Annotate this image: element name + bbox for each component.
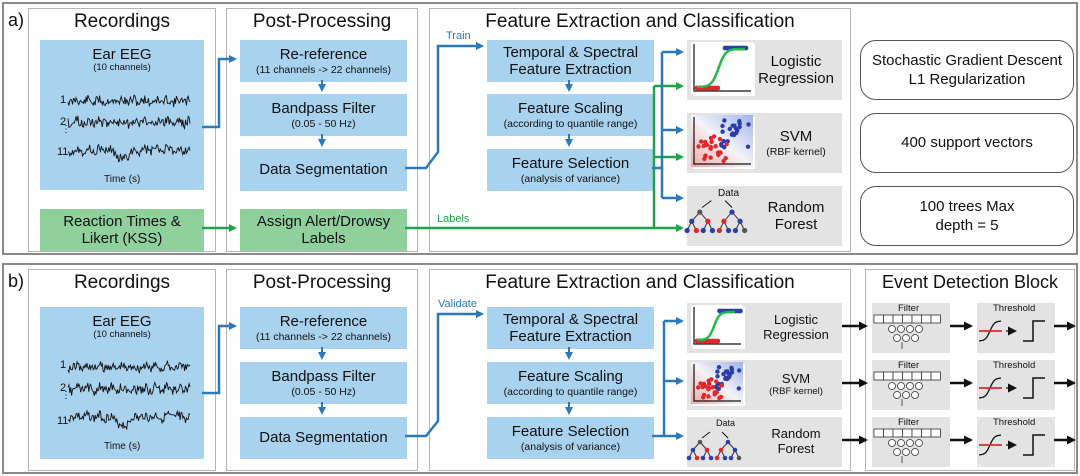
rf-text-b: Random Forest: [771, 426, 821, 456]
svm-text-b: SVM: [781, 371, 811, 387]
threshold-label-3: Threshold: [993, 417, 1036, 428]
ear-eeg-title: Ear EEG: [92, 46, 152, 63]
note-sgd: Stochastic Gradient Descent L1 Regulariz…: [860, 40, 1074, 100]
ear-eeg-xlabel-b: Time (s): [104, 441, 141, 452]
channel-label-2: 2: [60, 116, 67, 128]
note-sgd-text: Stochastic Gradient Descent L1 Regulariz…: [871, 51, 1063, 89]
channel-label-11: 11: [57, 146, 69, 158]
assign-labels-text: Assign Alert/Drowsy Labels: [256, 212, 391, 247]
rf-box-b: Random Forest: [687, 417, 842, 467]
filter-label-1: Filter: [898, 303, 920, 314]
filter-label-3: Filter: [898, 417, 920, 428]
bandpass-sub-b: (0.05 - 50 Hz): [291, 385, 356, 398]
rf-data-label: Data: [718, 188, 740, 199]
rereference-sub-b: (11 channels -> 22 channels): [256, 330, 391, 343]
train-label: Train: [446, 30, 471, 42]
recordings-title: Recordings: [73, 11, 171, 32]
scaling-title-b: Feature Scaling: [517, 368, 624, 386]
scaling-sub-b: (according to quantile range): [503, 385, 638, 398]
ear-eeg-subtitle-b: (10 channels): [93, 329, 151, 341]
panel-b-label: b): [8, 271, 25, 291]
channel-label-ellipsis-b: ⋮: [61, 390, 71, 401]
threshold-label-2: Threshold: [993, 360, 1036, 371]
note-rf: 100 trees Max depth = 5: [860, 186, 1074, 246]
rf-box: Random Forest: [687, 186, 842, 246]
ear-eeg-subtitle: (10 channels): [93, 62, 151, 74]
temporal-text: Temporal & Spectral Feature Extraction: [502, 43, 639, 78]
temporal-text-b: Temporal & Spectral Feature Extraction: [502, 310, 639, 345]
panel-a-label: a): [8, 10, 25, 30]
channel-label-11-b: 11: [57, 415, 69, 427]
event-detection-title: Event Detection Block: [881, 272, 1059, 292]
segmentation-text: Data Segmentation: [259, 161, 388, 179]
threshold-label-1: Threshold: [993, 303, 1036, 314]
svm-sub: (RBF kernel): [766, 145, 826, 158]
selection-box: Feature Selection (analysis of variance): [487, 149, 654, 191]
panel-a: a) Recordings Ear EEG (10 channels) 1 2 …: [2, 2, 1078, 255]
selection-sub: (analysis of variance): [520, 172, 621, 185]
bandpass-sub: (0.05 - 50 Hz): [291, 117, 356, 130]
rereference-box: Re-reference (11 channels -> 22 channels…: [240, 40, 407, 82]
ear-eeg-xlabel: Time (s): [104, 174, 141, 185]
svm-sub-b: (RBF kernel): [769, 386, 823, 397]
ear-eeg-box: Ear EEG (10 channels): [40, 40, 204, 190]
rereference-title-b: Re-reference: [279, 313, 368, 331]
bandpass-box: Bandpass Filter (0.05 - 50 Hz): [240, 94, 407, 136]
rereference-title: Re-reference: [279, 46, 368, 64]
logreg-plot: [693, 44, 755, 96]
temporal-box: Temporal & Spectral Feature Extraction: [487, 40, 654, 82]
selection-sub-b: (analysis of variance): [520, 440, 621, 453]
bandpass-title-b: Bandpass Filter: [271, 368, 376, 386]
logreg-text: Logistic Regression: [758, 52, 834, 87]
rf-text: Random Forest: [767, 198, 825, 233]
note-svm-text: 400 support vectors: [901, 134, 1033, 152]
channel-label-2-b: 2: [60, 382, 67, 394]
channel-label-1: 1: [60, 94, 67, 106]
scaling-box-b: Feature Scaling (according to quantile r…: [487, 362, 654, 404]
scaling-sub: (according to quantile range): [503, 117, 638, 130]
labels-label: Labels: [437, 213, 470, 225]
reaction-times-text: Reaction Times & Likert (KSS): [63, 212, 181, 247]
bandpass-title: Bandpass Filter: [271, 100, 376, 118]
scaling-title: Feature Scaling: [517, 100, 624, 118]
rf-data-label-b: Data: [716, 418, 736, 428]
segmentation-box: Data Segmentation: [240, 149, 407, 191]
validate-label: Validate: [438, 298, 477, 310]
selection-title: Feature Selection: [511, 155, 630, 173]
svm-plot-b: [693, 364, 745, 406]
logreg-text-b: Logistic Regression: [763, 312, 829, 342]
reaction-times-box: Reaction Times & Likert (KSS): [40, 209, 204, 251]
svm-text: SVM: [779, 128, 813, 146]
channel-label-1-b: 1: [60, 359, 67, 371]
selection-box-b: Feature Selection (analysis of variance): [487, 417, 654, 459]
ear-eeg-title-b: Ear EEG: [92, 313, 152, 330]
channel-label-ellipsis: ⋮: [61, 124, 71, 135]
features-title: Feature Extraction and Classification: [485, 11, 795, 32]
scaling-box: Feature Scaling (according to quantile r…: [487, 94, 654, 136]
selection-title-b: Feature Selection: [511, 423, 630, 441]
segmentation-text-b: Data Segmentation: [259, 429, 388, 447]
assign-labels-box: Assign Alert/Drowsy Labels: [240, 209, 407, 251]
post-processing-title: Post-Processing: [252, 11, 392, 32]
note-svm: 400 support vectors: [860, 113, 1074, 173]
features-title-b: Feature Extraction and Classification: [485, 272, 795, 293]
note-rf-text: 100 trees Max depth = 5: [919, 197, 1015, 235]
logreg-plot-b: [693, 307, 745, 349]
panel-b: b) Recordings Ear EEG (10 channels) 1 2 …: [2, 263, 1078, 474]
temporal-box-b: Temporal & Spectral Feature Extraction: [487, 307, 654, 349]
rereference-sub: (11 channels -> 22 channels): [256, 63, 391, 76]
segmentation-box-b: Data Segmentation: [240, 417, 407, 459]
filter-label-2: Filter: [898, 360, 920, 371]
recordings-title-b: Recordings: [73, 272, 171, 293]
post-processing-title-b: Post-Processing: [252, 272, 392, 293]
svm-plot: [693, 117, 755, 169]
rereference-box-b: Re-reference (11 channels -> 22 channels…: [240, 307, 407, 349]
bandpass-box-b: Bandpass Filter (0.05 - 50 Hz): [240, 362, 407, 404]
